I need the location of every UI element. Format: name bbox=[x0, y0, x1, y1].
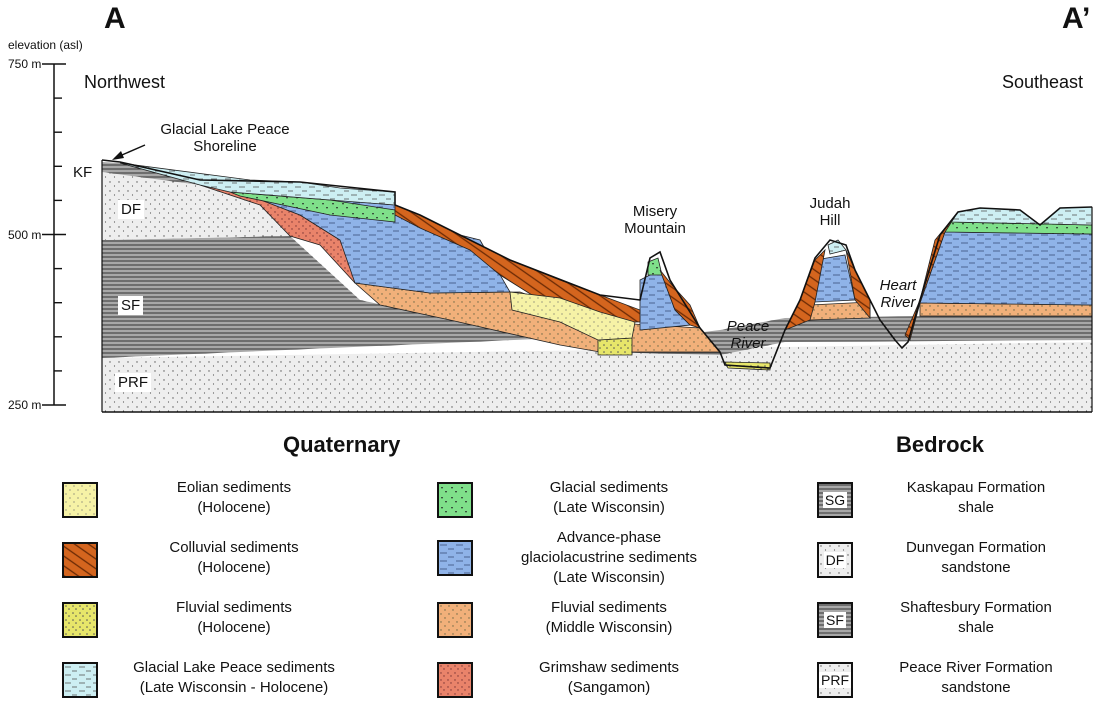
glacial-lake-peace-swatch bbox=[62, 662, 98, 698]
section-end-label: A’ bbox=[1062, 2, 1091, 35]
kaskapau-swatch: SG bbox=[817, 482, 853, 518]
tick-label-250: 250 m bbox=[8, 398, 42, 412]
misery-mountain-label: Misery Mountain bbox=[624, 203, 686, 237]
formation-label-prf: PRF bbox=[115, 373, 151, 392]
elevation-axis-title: elevation (asl) bbox=[8, 38, 83, 52]
formation-label-kf: KF bbox=[73, 164, 93, 181]
legend-item-fluvial-holocene: Fluvial sediments(Holocene) bbox=[62, 598, 362, 648]
legend-item-grimshaw: Grimshaw sediments(Sangamon) bbox=[437, 658, 737, 708]
kaskapau-formation bbox=[102, 162, 200, 185]
elevation-axis bbox=[42, 63, 66, 406]
eolian-swatch bbox=[62, 482, 98, 518]
peace-river-label: Peace River bbox=[726, 318, 770, 352]
legend-item-fluvial-middle: Fluvial sediments(Middle Wisconsin) bbox=[437, 598, 737, 648]
legend-item-eolian: Eolian sediments(Holocene) bbox=[62, 478, 362, 528]
shoreline-arrow bbox=[112, 144, 146, 160]
heart-river-label: Heart River bbox=[879, 277, 917, 311]
topographic-surface bbox=[101, 159, 1093, 369]
grimshaw-swatch bbox=[437, 662, 473, 698]
shoreline-label: Glacial Lake Peace Shoreline bbox=[160, 121, 290, 155]
tick-label-500: 500 m bbox=[8, 228, 42, 242]
tick-label-750: 750 m bbox=[8, 57, 42, 71]
peace-river-formation bbox=[102, 342, 1092, 412]
judah-hill-label: Judah Hill bbox=[809, 195, 851, 229]
legend-item-colluvial: Colluvial sediments(Holocene) bbox=[62, 538, 362, 588]
direction-southeast: Southeast bbox=[1002, 72, 1084, 92]
colluvial-swatch bbox=[62, 542, 98, 578]
section-start-label: A bbox=[104, 2, 126, 35]
direction-northwest: Northwest bbox=[84, 72, 166, 92]
legend-item-glacial: Glacial sediments(Late Wisconsin) bbox=[437, 478, 737, 528]
legend-bedrock-title: Bedrock bbox=[896, 432, 985, 457]
fluvial-middle-swatch bbox=[437, 602, 473, 638]
dunvegan-formation bbox=[102, 172, 290, 240]
cross-section-diagram bbox=[42, 63, 1093, 413]
eolian-sediments bbox=[509, 291, 636, 341]
glacial-swatch bbox=[437, 482, 473, 518]
legend-item-glacial-lake-peace: Glacial Lake Peace sediments(Late Wiscon… bbox=[62, 658, 362, 708]
shaftesbury-formation bbox=[102, 236, 1092, 358]
legend-quaternary-title: Quaternary bbox=[283, 432, 401, 457]
advance-glaciolacustrine-se bbox=[919, 231, 1093, 306]
peace-river-swatch: PRF bbox=[817, 662, 853, 698]
fluvial-holocene-misery-toe bbox=[597, 337, 633, 356]
fluvial-holocene-swatch bbox=[62, 602, 98, 638]
formation-label-sf: SF bbox=[118, 296, 144, 315]
dunvegan-swatch: DF bbox=[817, 542, 853, 578]
formation-label-df: DF bbox=[118, 200, 144, 219]
shaftesbury-swatch: SF bbox=[817, 602, 853, 638]
advance-glaciolacustrine-swatch bbox=[437, 540, 473, 576]
